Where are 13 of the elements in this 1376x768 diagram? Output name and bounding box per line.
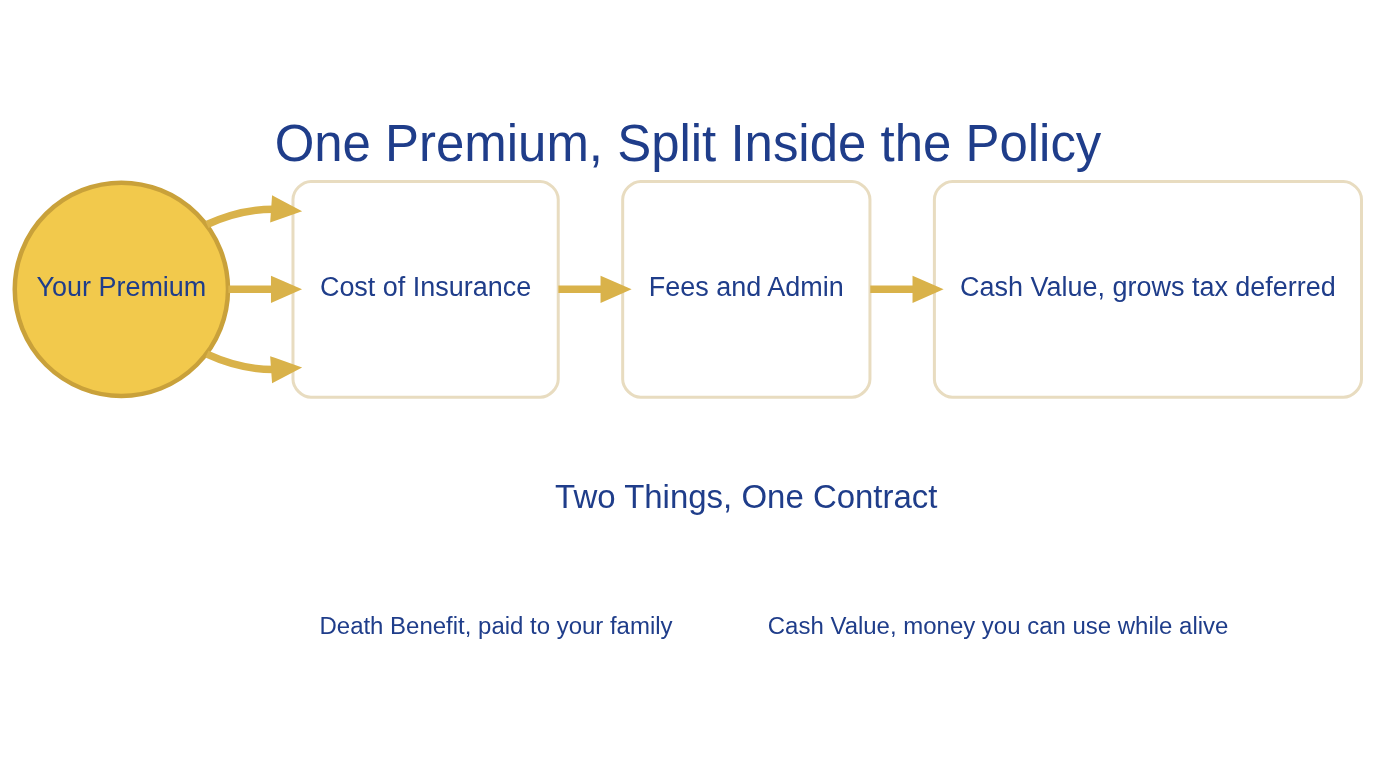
node-box: Cash Value, grows tax deferred [932, 179, 1363, 399]
diagram-title: One Premium, Split Inside the Policy [274, 114, 1102, 172]
node-box: Cost of Insurance [291, 179, 560, 399]
arrow [870, 275, 944, 303]
arrow [205, 350, 303, 383]
label: Death Benefit, paid to your family [319, 611, 673, 639]
label: Cash Value, money you can use while alive [767, 611, 1229, 639]
label: Two Things, One Contract [555, 477, 938, 515]
arrow [558, 275, 632, 303]
arrow [228, 275, 303, 303]
node-box: Fees and Admin [621, 179, 872, 399]
arrow [205, 194, 303, 228]
node-circle: Your Premium [12, 179, 231, 398]
